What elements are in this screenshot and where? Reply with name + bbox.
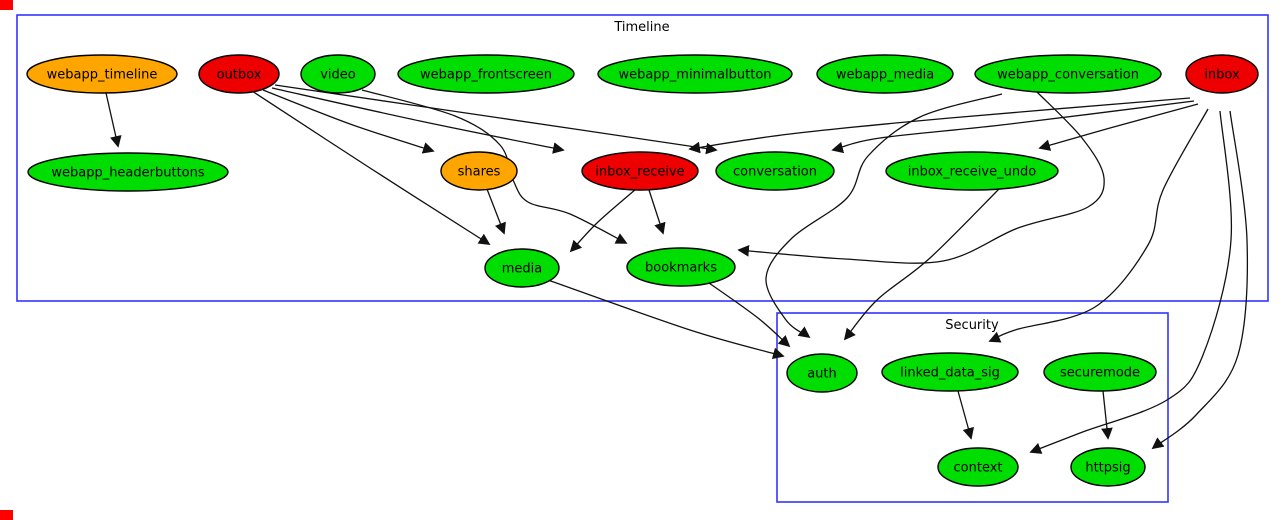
node-ellipse-webapp_headerbuttons — [27, 152, 229, 192]
node-label-shares: shares — [458, 165, 501, 180]
edge-inbox-to-httpsig — [1151, 110, 1249, 450]
node-label-auth: auth — [807, 367, 837, 382]
edge-inbox-to-linked_data_sig — [988, 108, 1209, 343]
node-ellipse-webapp_media — [816, 54, 954, 94]
edge-outbox-to-media — [251, 90, 491, 245]
bottom-left-artifact-marker — [0, 510, 13, 520]
node-label-securemode: securemode — [1060, 366, 1140, 381]
node-ellipse-bookmarks — [626, 247, 736, 287]
node-linked_data_sig: linked_data_sig — [881, 352, 1019, 392]
edge-webapp_timeline-to-webapp_headerbuttons — [105, 92, 122, 148]
edge-inbox_receive-to-bookmarks — [648, 189, 666, 235]
node-bookmarks: bookmarks — [626, 247, 736, 287]
node-label-webapp_timeline: webapp_timeline — [47, 68, 158, 83]
node-webapp_timeline: webapp_timeline — [26, 54, 178, 94]
node-conversation: conversation — [715, 151, 835, 191]
node-label-outbox: outbox — [217, 68, 262, 83]
node-webapp_minimalbutton: webapp_minimalbutton — [597, 54, 793, 94]
edge-linked_data_sig-to-context — [957, 390, 974, 440]
node-shares: shares — [440, 151, 518, 191]
node-ellipse-conversation — [715, 151, 835, 191]
node-ellipse-inbox — [1185, 54, 1259, 94]
node-ellipse-securemode — [1043, 352, 1157, 392]
node-label-bookmarks: bookmarks — [645, 261, 717, 276]
node-label-inbox_receive: inbox_receive — [595, 165, 684, 180]
edge-inbox-to-conversation — [831, 100, 1195, 154]
top-left-artifact-marker — [0, 0, 13, 10]
edge-media-to-auth — [547, 279, 785, 359]
node-label-webapp_minimalbutton: webapp_minimalbutton — [618, 68, 771, 83]
node-ellipse-webapp_timeline — [26, 54, 178, 94]
node-label-inbox_receive_undo: inbox_receive_undo — [908, 165, 1037, 180]
node-ellipse-webapp_conversation — [974, 54, 1162, 94]
node-ellipse-linked_data_sig — [881, 352, 1019, 392]
node-outbox: outbox — [198, 54, 280, 94]
edge-inbox_receive-to-media — [569, 188, 637, 253]
cluster-label-security: Security — [945, 318, 999, 333]
node-ellipse-media — [484, 248, 560, 288]
node-auth: auth — [786, 353, 858, 393]
node-securemode: securemode — [1043, 352, 1157, 392]
node-inbox_receive: inbox_receive — [581, 151, 699, 191]
node-ellipse-webapp_minimalbutton — [597, 54, 793, 94]
edge-webapp_conversation-to-auth — [765, 93, 1003, 339]
node-label-media: media — [502, 262, 543, 277]
node-ellipse-inbox_receive — [581, 151, 699, 191]
node-video: video — [300, 54, 376, 94]
node-label-webapp_frontscreen: webapp_frontscreen — [420, 68, 552, 83]
node-ellipse-shares — [440, 151, 518, 191]
node-label-conversation: conversation — [733, 165, 817, 180]
edge-webapp_conversation-to-bookmarks — [737, 91, 1105, 264]
cluster-box-security — [776, 312, 1169, 503]
node-label-webapp_media: webapp_media — [836, 68, 934, 83]
edge-inbox-to-inbox_receive_undo — [1038, 103, 1199, 151]
node-httpsig: httpsig — [1070, 447, 1146, 487]
node-inbox_receive_undo: inbox_receive_undo — [885, 151, 1059, 191]
node-ellipse-outbox — [198, 54, 280, 94]
node-ellipse-video — [300, 54, 376, 94]
node-ellipse-inbox_receive_undo — [885, 151, 1059, 191]
edge-securemode-to-httpsig — [1101, 390, 1113, 440]
edge-outbox-to-shares — [262, 89, 435, 154]
cluster-box-timeline — [16, 14, 1269, 302]
node-ellipse-httpsig — [1070, 447, 1146, 487]
cluster-label-timeline: Timeline — [613, 20, 669, 35]
edge-shares-to-media — [486, 188, 506, 235]
node-webapp_conversation: webapp_conversation — [974, 54, 1162, 94]
edge-outbox-to-inbox_receive — [271, 87, 565, 154]
node-label-inbox: inbox — [1204, 68, 1240, 83]
node-label-httpsig: httpsig — [1085, 461, 1130, 476]
edge-bookmarks-to-auth — [708, 282, 791, 348]
node-inbox: inbox — [1185, 54, 1259, 94]
node-label-linked_data_sig: linked_data_sig — [900, 366, 1000, 381]
node-label-video: video — [320, 68, 356, 83]
node-label-context: context — [954, 461, 1003, 476]
node-ellipse-webapp_frontscreen — [397, 54, 575, 94]
node-ellipse-context — [937, 447, 1019, 487]
node-label-webapp_conversation: webapp_conversation — [997, 68, 1139, 83]
edge-inbox-to-inbox_receive — [688, 97, 1191, 154]
edge-inbox-to-context — [1029, 110, 1233, 454]
node-ellipse-auth — [786, 353, 858, 393]
node-webapp_media: webapp_media — [816, 54, 954, 94]
node-context: context — [937, 447, 1019, 487]
node-media: media — [484, 248, 560, 288]
node-webapp_headerbuttons: webapp_headerbuttons — [27, 152, 229, 192]
node-label-webapp_headerbuttons: webapp_headerbuttons — [51, 166, 205, 181]
node-webapp_frontscreen: webapp_frontscreen — [397, 54, 575, 94]
edge-inbox_receive_undo-to-auth — [843, 187, 1001, 341]
